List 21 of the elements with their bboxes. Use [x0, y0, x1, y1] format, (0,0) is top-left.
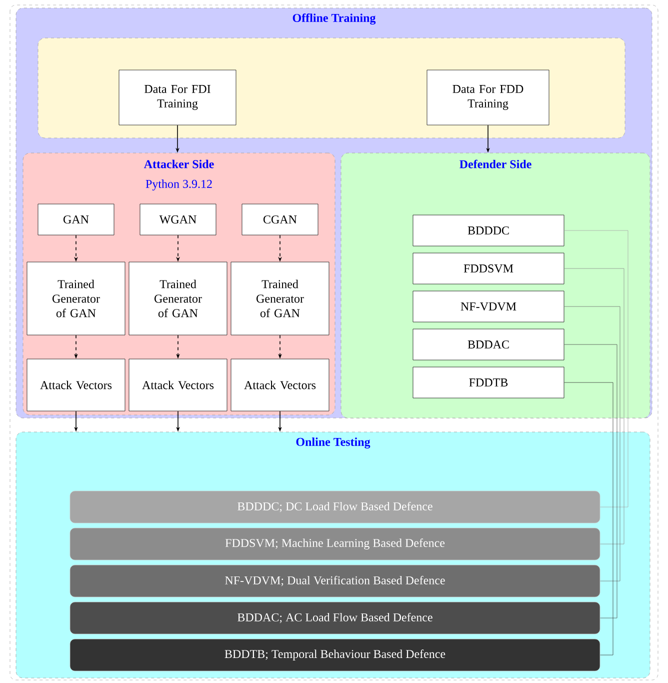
process-box: NF-VDVM [412, 290, 564, 322]
process-box: CGAN [242, 204, 318, 236]
process-box: BDDAC [412, 328, 564, 360]
process-box: Trained Generator of GAN [26, 262, 126, 336]
process-box: BDDDC [412, 214, 564, 246]
process-box: Attack Vectors [230, 358, 330, 412]
process-box: Trained Generator of GAN [230, 262, 330, 336]
defence-bar: BDDDC; DC Load Flow Based Defence [70, 490, 600, 524]
process-box: FDDSVM [412, 252, 564, 284]
defence-bar: BDDAC; AC Load Flow Based Defence [70, 602, 600, 634]
process-box: Data For FDI Training [118, 70, 236, 126]
process-box: Trained Generator of GAN [128, 262, 228, 336]
process-box: Attack Vectors [128, 358, 228, 412]
defence-bar: BDDTB; Temporal Behaviour Based Defence [70, 638, 600, 672]
process-box: GAN [38, 204, 114, 236]
process-box: Attack Vectors [26, 358, 126, 412]
process-box: WGAN [140, 204, 216, 236]
process-box: FDDTB [412, 366, 564, 398]
process-box: Data For FDD Training [426, 70, 550, 126]
defence-bar: NF-VDVM; Dual Verification Based Defence [70, 564, 600, 598]
defence-bar: FDDSVM; Machine Learning Based Defence [70, 528, 600, 560]
